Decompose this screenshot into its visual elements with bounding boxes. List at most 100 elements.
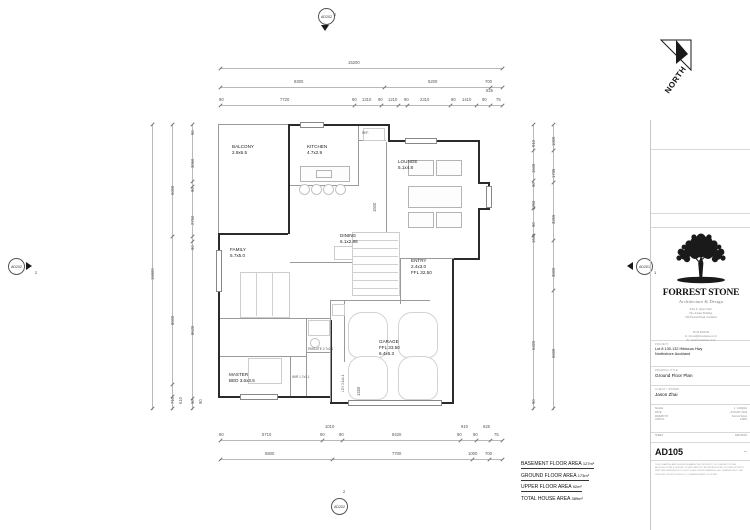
titleblock-sheet-header: SHEET REVISION (651, 433, 750, 443)
area-total-value: 389m² (571, 495, 583, 501)
drawing-revision: -- (743, 448, 747, 455)
room-label-lounge: LOUNGE 5.1x4.8 (398, 159, 417, 171)
dim-bot2-0: 5800 (265, 451, 275, 456)
titleblock-project-row: PROJECT Lot 8 130-132 Hibiscus Hwy North… (651, 341, 750, 367)
dim-top3-4: 90 (378, 97, 383, 102)
company-logo-block: FORREST STONE Architecture & Design Suit… (651, 228, 750, 343)
room-label-balcony: BALCONY 2.9x6.5 (232, 144, 254, 156)
section-marker-bottom[interactable]: AD202 (331, 498, 348, 515)
section-marker-bottom-code: AD202 (334, 504, 345, 509)
stair-tread-6 (352, 280, 398, 281)
dim-top3-11: 75 (496, 97, 501, 102)
wall-lounge-jog (388, 124, 390, 142)
stair-tread-5 (352, 272, 398, 273)
dim-top-625: 625 (486, 88, 493, 93)
window-north-kitchen (300, 122, 324, 128)
wall-east-upper (478, 140, 480, 182)
room-name-kitchen: KITCHEN (307, 144, 328, 149)
lower-stair (240, 272, 290, 318)
lounge-coffee-table (408, 186, 462, 208)
room-size-entry: 2.4x3.0 (411, 263, 427, 269)
titleblock-drawing-row: DRAWING TITLE Ground Floor Plan (651, 367, 750, 386)
partition-ldy-left (330, 300, 331, 402)
area-basement: BASEMENT FLOOR AREA 127m² (521, 461, 595, 469)
wall-east-bay3 (478, 208, 490, 210)
room-name-balcony: BALCONY (232, 144, 254, 149)
kitchen-stool-3 (323, 184, 334, 195)
room-ffl-garage: FFL 33.50 (379, 344, 400, 350)
partition-bath-left (306, 318, 307, 396)
copyright-notes: THIS DRAWING AND DESIGN REMAINS THE PROP… (655, 464, 745, 476)
partition-bath-top (306, 318, 330, 319)
dim-top3-8: 90 (451, 97, 456, 102)
refrigerator (363, 128, 385, 141)
dim-top3-6: 90 (404, 97, 409, 102)
wall-north-main (288, 124, 388, 126)
section-number-bottom: 2 (343, 489, 346, 494)
section-marker-top[interactable]: AD202 (318, 8, 335, 25)
titleblock-client-row: CLIENT / OWNER Jason Zhai (651, 386, 750, 405)
section-marker-left-code: AD202 (11, 264, 22, 269)
drawing-number: AD105 (655, 446, 684, 457)
revision-label: REVISION (735, 434, 747, 437)
section-marker-top-code: AD202 (321, 14, 332, 19)
dim-bot1-10: 75 (494, 432, 499, 437)
titleblock-meta-row: SCALE 1 : 100@A3 DATE AUGUST 2019 DRAWN … (651, 405, 750, 433)
wall-garage-left (330, 320, 332, 404)
meta-key-scale: SCALE (655, 407, 664, 410)
section-arrow-right (627, 262, 633, 270)
area-total: TOTAL HOUSE AREA 389m² (521, 496, 594, 502)
room-label-wir: WIR 1.7x1.1 (292, 375, 310, 379)
room-name-garage: GARAGE (379, 339, 399, 344)
room-ffl-entry: FFL 32.50 (411, 269, 432, 275)
stair-tread-4 (352, 264, 398, 265)
lower-stair-div-2 (272, 272, 273, 316)
dim-top3-7: 2310 (420, 97, 430, 102)
lounge-sofa-top-right (436, 160, 462, 176)
dim-interior-1450: 1450 (356, 386, 361, 396)
brand-name: FORREST STONE (662, 288, 740, 298)
meta-val-date: AUGUST 2019 (730, 410, 747, 414)
dim-interior-1500: 1500 (372, 202, 377, 212)
lounge-sofa-bot-right (436, 212, 462, 228)
room-size-master: BED 3.6x3.5 (229, 377, 255, 383)
wall-kitchen-left (288, 124, 290, 234)
room-label-ldy: LDY 3.1x1.1 (341, 374, 345, 392)
dim-bot1-3: 1010 (325, 424, 335, 429)
drawing-title-label: DRAWING TITLE (655, 369, 678, 372)
section-marker-right-code: AD201 (639, 264, 650, 269)
title-block: FORREST STONE Architecture & Design Suit… (650, 120, 750, 530)
section-number-top: 2 (334, 12, 337, 17)
dim-top3-10: 90 (482, 97, 487, 102)
section-marker-left[interactable]: AD202 (8, 258, 25, 275)
dim-top3-5: 1210 (388, 97, 398, 102)
partition-entry-top (400, 258, 454, 259)
wall-west-lower (218, 233, 220, 397)
dim-top3-3: 1310 (362, 97, 372, 102)
partition-ldy-right (344, 300, 345, 362)
stair-tread-1 (352, 240, 398, 241)
room-size-family: 5.7x5.0 (230, 252, 246, 258)
ensuite-shower (308, 320, 330, 336)
lower-stair-div-1 (256, 272, 257, 316)
stair-tread-2 (352, 248, 398, 249)
titleblock-blank-row-1 (651, 120, 750, 150)
room-label-family: FAMILY 5.7x5.0 (230, 247, 246, 259)
area-ground: GROUND FLOOR AREA 173m² (521, 472, 594, 481)
meta-val-scale: 1 : 100@A3 (733, 407, 747, 410)
meta-key-date: DATE (655, 410, 662, 414)
section-marker-right[interactable]: AD201 (636, 258, 653, 275)
north-arrow: NORTH (655, 38, 717, 100)
stair-tread-7 (352, 288, 398, 289)
company-contact: Ph 09 2181343 E : forrest@forreststone.c… (685, 331, 717, 343)
kitchen-stool-4 (335, 184, 346, 195)
wall-east-bay1 (478, 182, 490, 184)
room-name-master: MASTER (229, 372, 249, 377)
room-size-dining: 6.1x2.86 (340, 238, 358, 244)
dim-bot2-3: 700 (485, 451, 492, 456)
dim-bot2-2: 1000 (468, 451, 478, 456)
dim-top-overall: 15200 (348, 60, 360, 65)
kitchen-stool-1 (299, 184, 310, 195)
sheet-label: SHEET (655, 434, 664, 437)
dim-bot2-1: 7700 (392, 451, 402, 456)
